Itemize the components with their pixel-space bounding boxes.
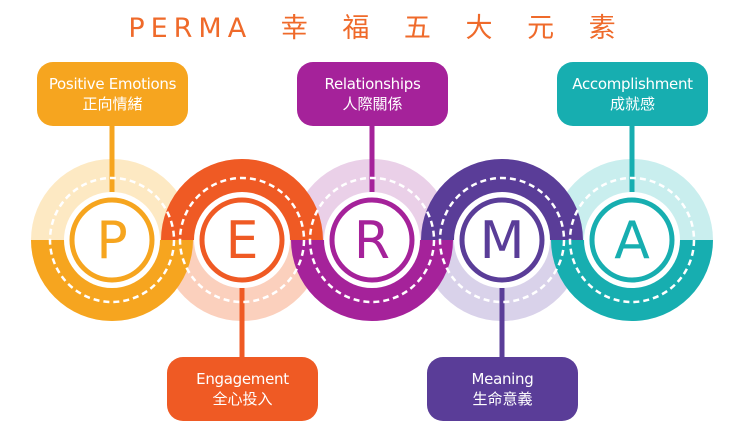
page-title: PERMA 幸 福 五 大 元 素: [128, 13, 622, 44]
label-zh: 生命意義: [472, 389, 533, 408]
label-meaning: Meaning 生命意義: [427, 357, 578, 421]
dashed-track: [308, 176, 436, 304]
label-positive-emotions: Positive Emotions 正向情緒: [37, 62, 188, 126]
dashed-track: [48, 176, 176, 304]
letter-a: A: [614, 211, 650, 271]
dashed-track: [438, 176, 566, 304]
label-engagement: Engagement 全心投入: [167, 357, 318, 421]
letter-circle: [199, 197, 285, 283]
letter-m: M: [480, 211, 525, 271]
letter-r: R: [354, 211, 390, 271]
letter-e: E: [226, 211, 259, 271]
letter-circle: [589, 197, 675, 283]
letter-p: P: [96, 211, 127, 271]
label-en: Accomplishment: [572, 74, 693, 93]
dashed-track: [178, 176, 306, 304]
label-accomplishment: Accomplishment 成就感: [557, 62, 708, 126]
label-en: Meaning: [471, 369, 534, 388]
label-zh: 人際關係: [342, 94, 403, 113]
label-zh: 成就感: [609, 94, 655, 113]
letter-circle: [69, 197, 155, 283]
label-relationships: Relationships 人際關係: [297, 62, 448, 126]
dashed-track: [568, 176, 696, 304]
letter-circle: [329, 197, 415, 283]
label-en: Engagement: [196, 369, 289, 388]
label-zh: 全心投入: [212, 389, 273, 408]
label-zh: 正向情緒: [82, 94, 143, 113]
letter-circle: [459, 197, 545, 283]
label-en: Relationships: [324, 74, 421, 93]
label-en: Positive Emotions: [48, 74, 177, 93]
